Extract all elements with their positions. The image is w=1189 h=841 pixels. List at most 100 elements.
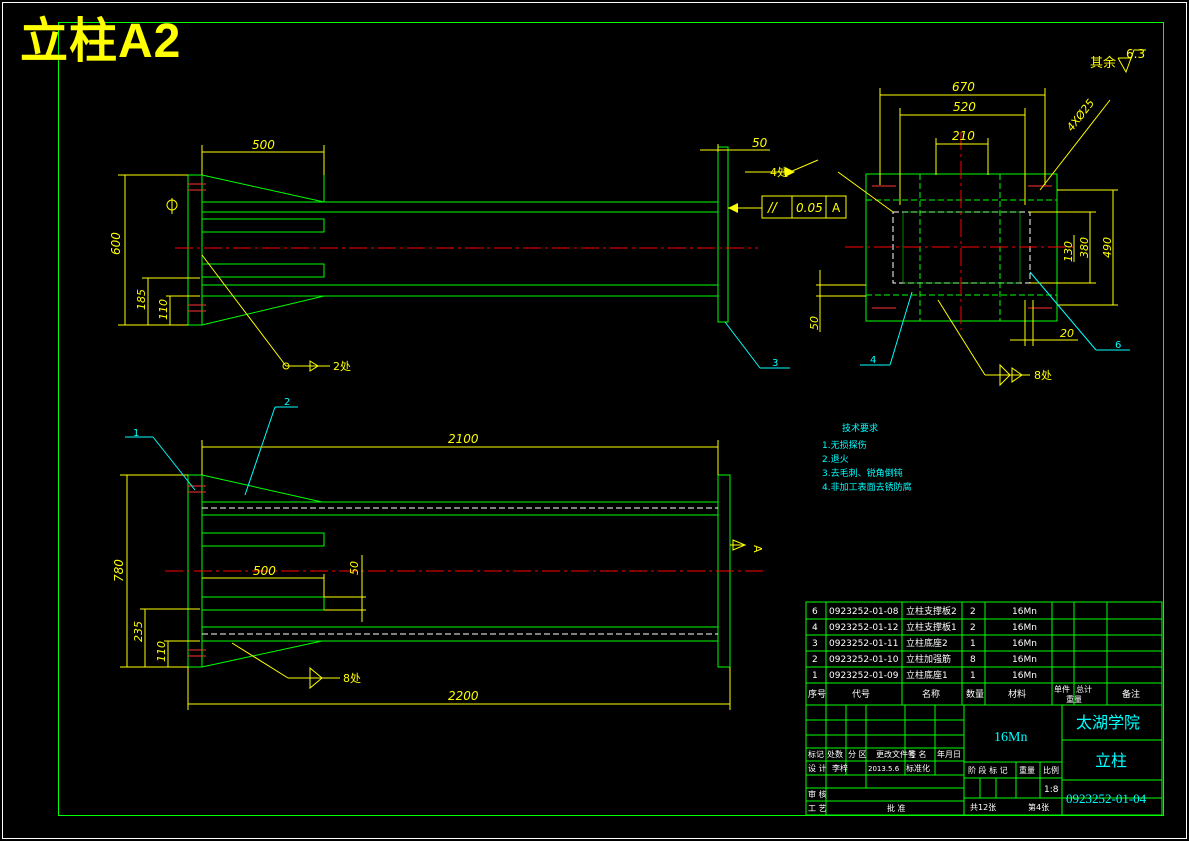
tech-notes-heading: 技术要求 [842, 422, 878, 434]
svg-text:2100: 2100 [448, 432, 479, 446]
svg-text:数量: 数量 [966, 688, 984, 700]
svg-text:名称: 名称 [922, 688, 940, 700]
svg-text:A: A [832, 201, 841, 215]
svg-text:6: 6 [1115, 340, 1121, 351]
svg-text:1: 1 [970, 671, 976, 681]
svg-text:阶 段 标 记: 阶 段 标 记 [968, 765, 1008, 775]
svg-text:1: 1 [812, 671, 818, 681]
svg-text:立柱底座2: 立柱底座2 [906, 637, 948, 649]
svg-text:780: 780 [112, 559, 126, 582]
svg-text:工 艺: 工 艺 [808, 804, 827, 813]
svg-text:1: 1 [970, 639, 976, 649]
svg-text:2: 2 [812, 655, 818, 665]
svg-text:总计: 总计 [1076, 684, 1092, 694]
school-name: 太湖学院 [1076, 713, 1140, 732]
side-view: 670 520 210 4XØ25 130 380 490 50 20 [808, 80, 1130, 387]
title-block-grid [805, 704, 1163, 816]
svg-text:重量: 重量 [1019, 765, 1035, 775]
svg-text:序号: 序号 [808, 688, 826, 700]
svg-text:2: 2 [284, 397, 290, 408]
svg-text:8处: 8处 [343, 672, 361, 685]
svg-text:标记: 标记 [808, 749, 824, 759]
svg-text:210: 210 [952, 129, 975, 143]
svg-text:8: 8 [970, 655, 976, 665]
svg-text:立柱加强筋: 立柱加强筋 [906, 653, 951, 665]
svg-text:500: 500 [252, 138, 275, 152]
tech-note-4: 4.非加工表面去锈防腐 [822, 481, 912, 493]
drawing-title: 立柱A2 [20, 15, 182, 68]
roughness-symbol: 其余 6.3 [1090, 47, 1146, 74]
svg-text:6.3: 6.3 [1126, 47, 1145, 61]
svg-text:共12张: 共12张 [970, 803, 996, 812]
tech-notes: 技术要求 1.无损探伤 2.退火 3.去毛刺、锐角倒钝 4.非加工表面去锈防腐 [822, 422, 912, 493]
svg-text:比例: 比例 [1043, 765, 1059, 775]
svg-text:批 准: 批 准 [887, 803, 906, 813]
svg-text:0923252-01-08: 0923252-01-08 [829, 607, 899, 617]
svg-text:8处: 8处 [1034, 369, 1052, 382]
svg-text:李梓: 李梓 [832, 763, 848, 773]
svg-text:3: 3 [812, 639, 818, 649]
tech-note-1: 1.无损探伤 [822, 439, 867, 451]
svg-text://: // [767, 201, 778, 216]
svg-text:16Mn: 16Mn [1012, 655, 1037, 665]
drawing-number: 0923252-01-04 [1066, 791, 1147, 806]
svg-text:材料: 材料 [1008, 688, 1026, 700]
svg-text:重量: 重量 [1066, 694, 1082, 704]
svg-text:500: 500 [253, 564, 276, 578]
svg-text:20: 20 [1060, 327, 1074, 340]
svg-text:50: 50 [348, 561, 361, 575]
svg-text:50: 50 [752, 136, 768, 150]
svg-text:520: 520 [953, 100, 976, 114]
svg-text:2处: 2处 [333, 360, 351, 373]
svg-text:0923252-01-10: 0923252-01-10 [829, 655, 899, 665]
svg-text:分 区: 分 区 [848, 750, 867, 759]
svg-text:0.05: 0.05 [796, 201, 823, 215]
svg-text:2: 2 [970, 607, 976, 617]
svg-text:0923252-01-11: 0923252-01-11 [829, 639, 898, 649]
tech-note-2: 2.退火 [822, 454, 849, 465]
svg-text:4处: 4处 [770, 166, 788, 179]
svg-text:235: 235 [132, 621, 145, 642]
svg-text:16Mn: 16Mn [1012, 639, 1037, 649]
svg-text:立柱支撑板2: 立柱支撑板2 [906, 605, 957, 617]
front-view: 500 50 600 185 110 4处 // 0.05 A [109, 136, 847, 373]
svg-text:16Mn: 16Mn [1012, 623, 1037, 633]
svg-text:16Mn: 16Mn [1012, 607, 1037, 617]
svg-text:600: 600 [109, 232, 123, 255]
inner-border [58, 22, 1164, 816]
top-view: 2100 500 50 780 235 110 2200 8处 [112, 397, 765, 710]
svg-text:50: 50 [808, 316, 821, 330]
svg-text:审 核: 审 核 [808, 789, 827, 799]
svg-text:1: 1 [133, 428, 139, 439]
svg-text:490: 490 [1101, 237, 1114, 258]
svg-text:185: 185 [135, 289, 148, 310]
material: 16Mn [994, 730, 1027, 745]
svg-text:年月日: 年月日 [937, 749, 961, 759]
svg-text:2013.5.6: 2013.5.6 [868, 765, 900, 773]
svg-text:16Mn: 16Mn [1012, 671, 1037, 681]
part-name: 立柱 [1095, 751, 1127, 770]
svg-text:处数: 处数 [827, 749, 843, 759]
svg-text:4: 4 [870, 355, 876, 366]
svg-text:更改文件号: 更改文件号 [876, 749, 916, 759]
title-block-text: 16Mn 太湖学院 立柱 0923252-01-04 标记 处数 分 区 更改文… [808, 713, 1147, 813]
svg-text:签 名: 签 名 [908, 749, 927, 759]
svg-text:立柱底座1: 立柱底座1 [906, 669, 948, 681]
svg-text:设 计: 设 计 [808, 763, 827, 773]
bom-rows: 6 0923252-01-08 立柱支撑板2 2 16Mn 4 0923252-… [808, 605, 1140, 704]
svg-text:第4张: 第4张 [1028, 802, 1049, 812]
svg-text:标准化: 标准化 [906, 763, 930, 773]
bom-table [805, 601, 1163, 706]
svg-text:6: 6 [812, 607, 818, 617]
svg-text:立柱支撑板1: 立柱支撑板1 [906, 621, 957, 633]
svg-text:A: A [751, 545, 764, 553]
svg-text:110: 110 [155, 641, 168, 662]
svg-text:670: 670 [952, 80, 975, 94]
svg-text:130: 130 [1062, 241, 1075, 262]
svg-text:其余: 其余 [1090, 55, 1116, 71]
svg-text:4XØ25: 4XØ25 [1064, 97, 1097, 134]
svg-text:0923252-01-12: 0923252-01-12 [829, 623, 898, 633]
svg-text:2200: 2200 [448, 689, 479, 703]
